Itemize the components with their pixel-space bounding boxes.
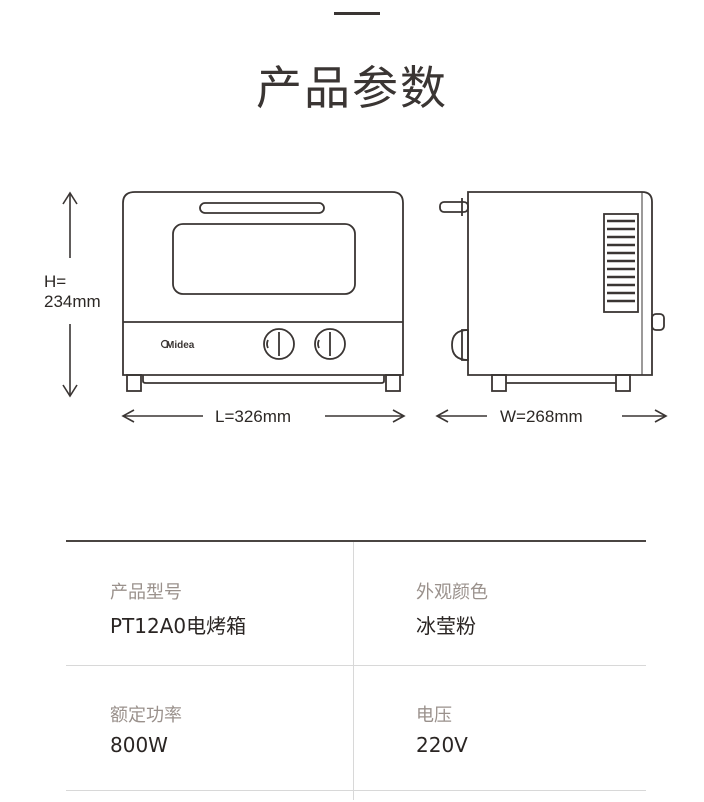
spec-row-divider-bottom [66,790,646,791]
right-knob [314,328,346,360]
spec-value-color: 冰莹粉 [416,614,476,638]
length-label: L=326mm [215,407,291,426]
spec-value-voltage: 220V [416,733,468,757]
brand-logo: Midea [166,340,195,351]
side-vent-slats [607,219,635,303]
length-arrow [121,409,406,423]
width-arrow [435,409,668,423]
spec-label-power: 额定功率 [110,705,182,726]
height-arrow [62,191,78,398]
title-decoration-dash [334,12,380,15]
spec-value-model: PT12A0电烤箱 [110,614,247,638]
spec-value-power: 800W [110,733,168,757]
spec-row-divider [66,665,646,666]
height-label-line2: 234mm [44,292,101,311]
width-label: W=268mm [500,407,583,426]
height-label-line1: H= [44,272,66,291]
spec-label-model: 产品型号 [110,582,182,603]
oven-front-view [122,191,404,392]
page-title: 产品参数 [256,61,448,115]
oven-side-view [439,191,665,392]
left-knob [263,328,295,360]
spec-table [66,540,646,802]
spec-column-divider [353,542,354,800]
brand-logo-icon [160,339,170,349]
spec-label-voltage: 电压 [416,705,452,726]
dimension-diagram: H= 234mm Midea [44,191,668,426]
spec-label-color: 外观颜色 [416,582,488,603]
